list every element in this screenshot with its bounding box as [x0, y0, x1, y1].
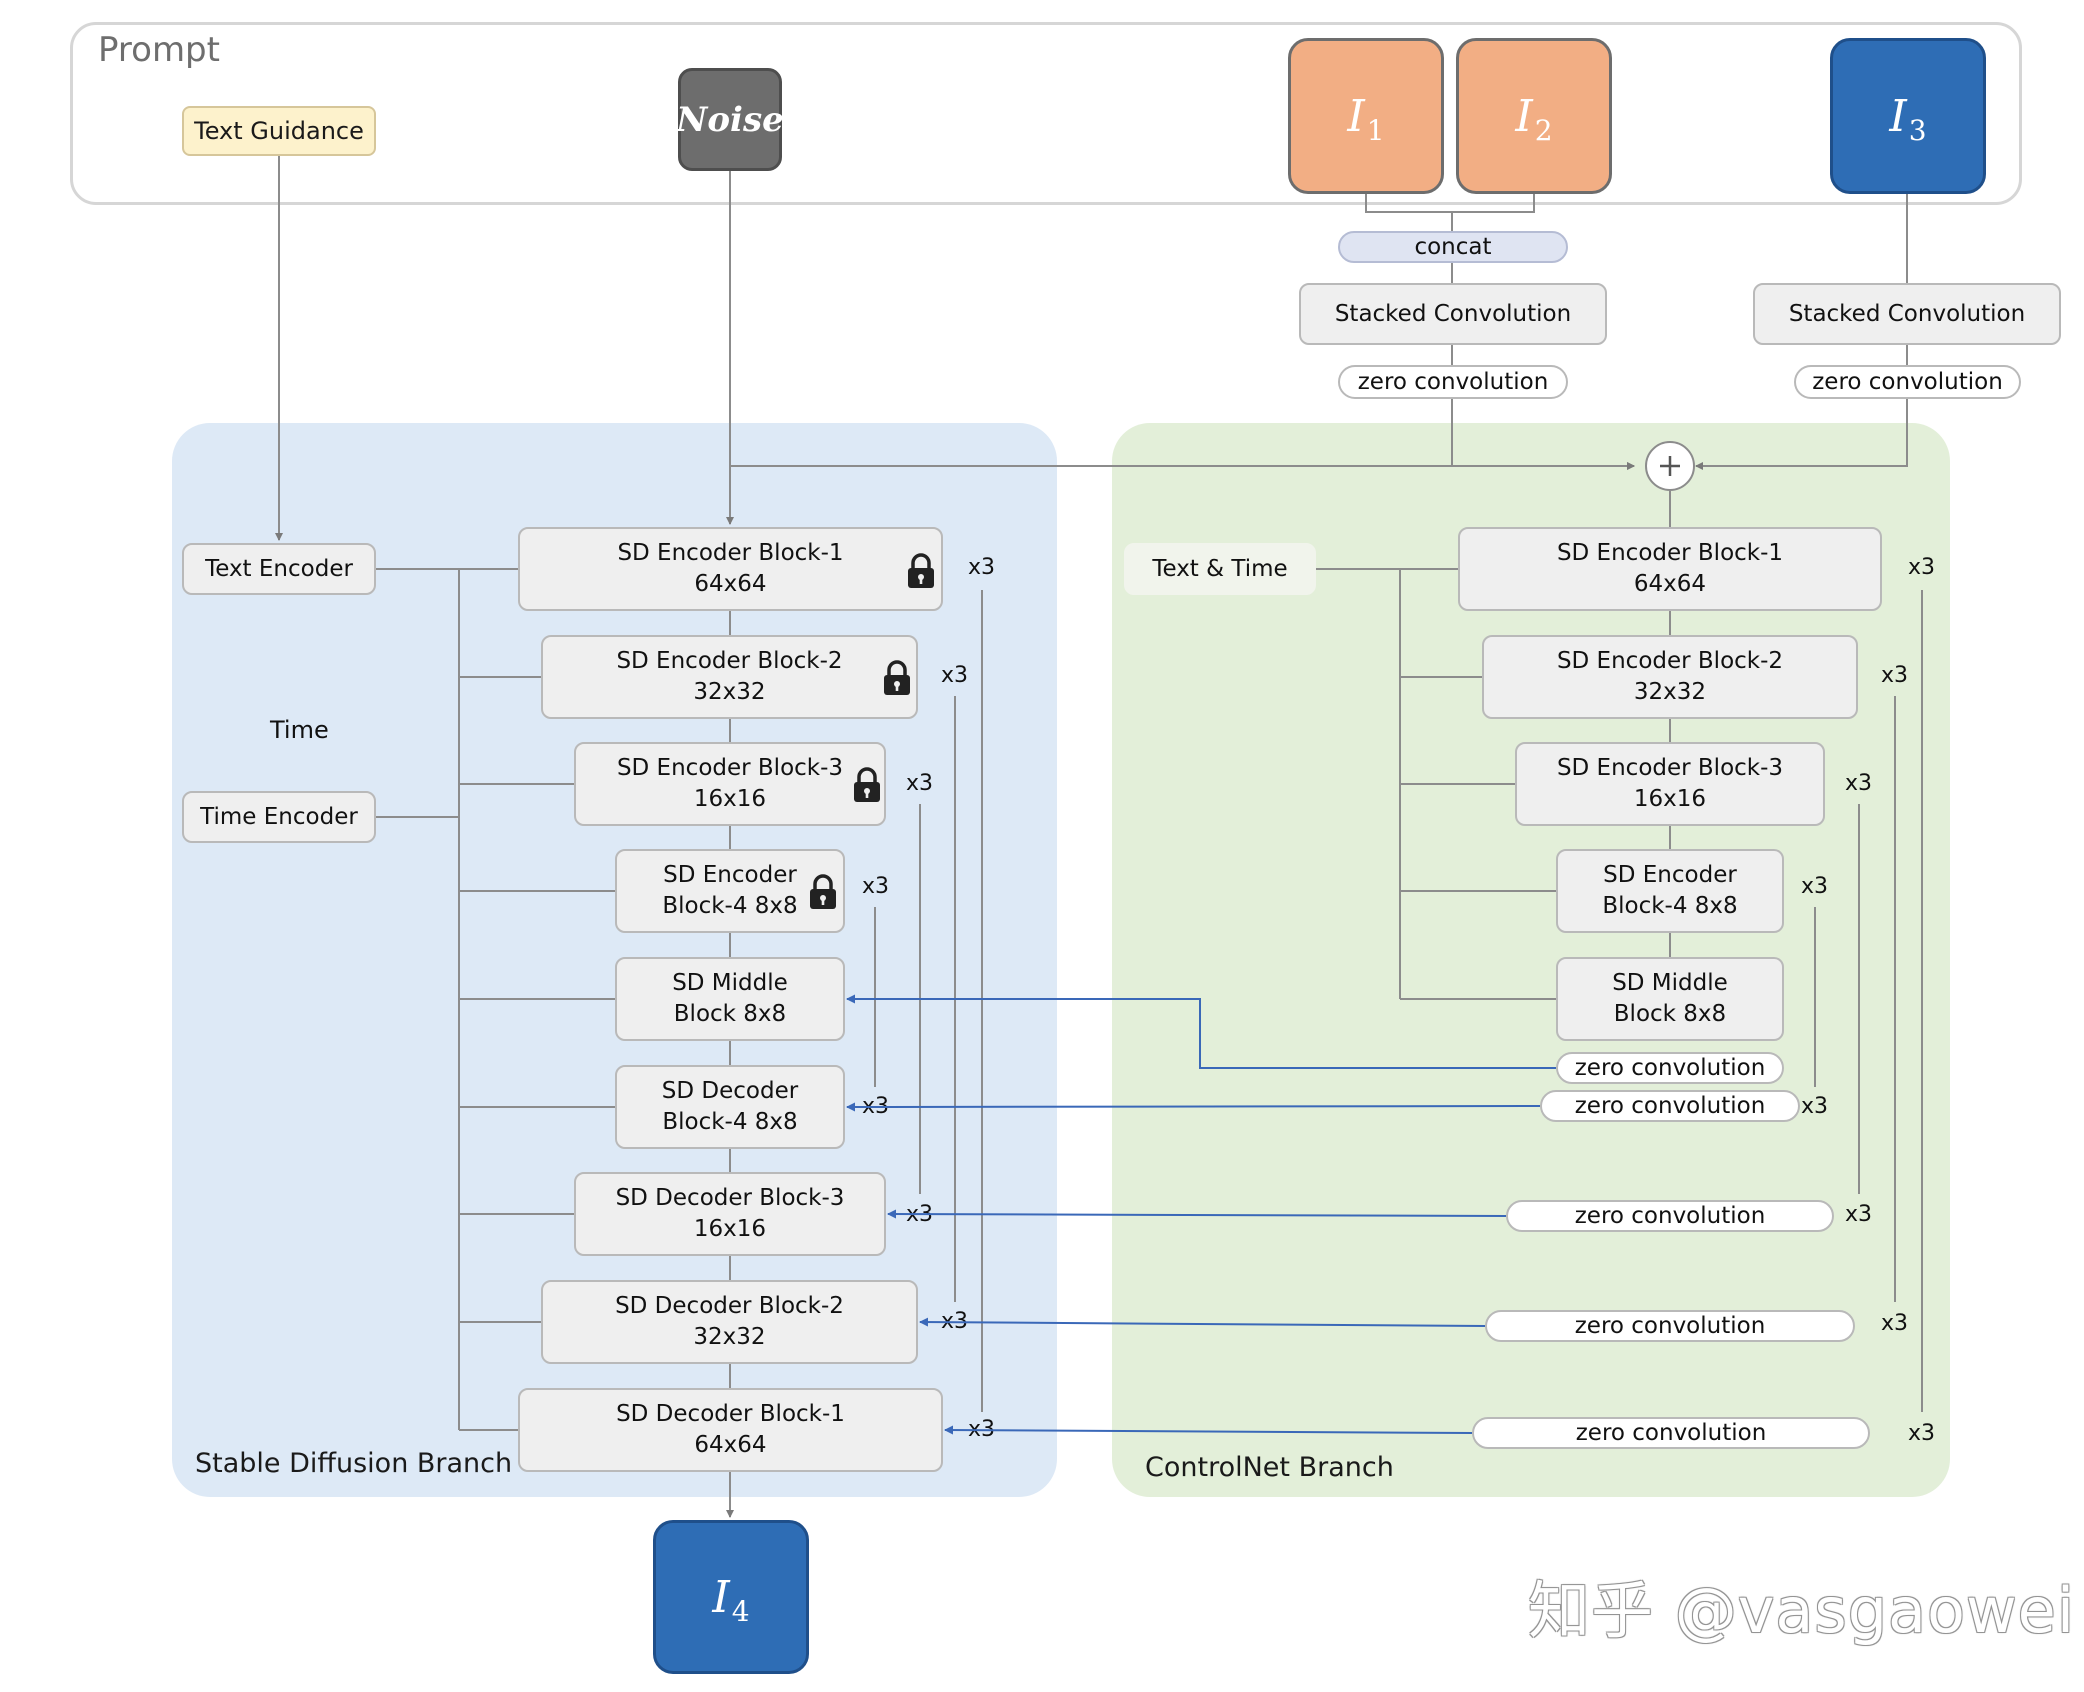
- lock-icon: [810, 874, 836, 909]
- sd-decoder-block-3: SD Decoder Block-3 16x16: [574, 1172, 886, 1256]
- lock-icon: [908, 553, 934, 588]
- sd-decoder-block-4: SD Decoder Block-4 8x8: [615, 1065, 845, 1149]
- text-encoder: Text Encoder: [182, 543, 376, 595]
- cn-encoder-block-4: SD Encoder Block-4 8x8: [1556, 849, 1784, 933]
- concat-pill: concat: [1338, 231, 1568, 263]
- repeat-label: x3: [941, 663, 969, 688]
- zero-conv-top-left: zero convolution: [1338, 365, 1568, 399]
- zero-conv-middle: zero convolution: [1556, 1052, 1784, 1084]
- zero-conv-top-right: zero convolution: [1794, 365, 2021, 399]
- lock-icon: [884, 660, 910, 695]
- cn-encoder-block-3: SD Encoder Block-3 16x16: [1515, 742, 1825, 826]
- sd-encoder-block-3: SD Encoder Block-3 16x16: [574, 742, 886, 826]
- sd-encoder-block-1: SD Encoder Block-1 64x64: [518, 527, 943, 611]
- stacked-conv-right: Stacked Convolution: [1753, 283, 2061, 345]
- repeat-label: x3: [906, 771, 934, 796]
- sd-branch-label: Stable Diffusion Branch: [195, 1448, 513, 1479]
- image-i2-sub: 2: [1534, 113, 1553, 147]
- noise-box: Noise: [676, 68, 784, 171]
- repeat-label: x3: [1801, 874, 1829, 899]
- repeat-label: x3: [1845, 1202, 1873, 1227]
- image-i3-sub: 3: [1908, 113, 1927, 147]
- sd-decoder-block-2: SD Decoder Block-2 32x32: [541, 1280, 918, 1364]
- image-i4-letter: I: [712, 1571, 730, 1623]
- sd-decoder-block-1: SD Decoder Block-1 64x64: [518, 1388, 943, 1472]
- sd-middle-block: SD Middle Block 8x8: [615, 957, 845, 1041]
- watermark: 知乎 @vasgaowei: [1528, 1574, 2076, 1647]
- text-guidance-box: Text Guidance: [182, 106, 376, 156]
- zero-conv-dec3: zero convolution: [1506, 1200, 1834, 1232]
- prompt-frame: [70, 22, 2022, 205]
- image-i3-letter: I: [1889, 90, 1907, 142]
- time-label: Time: [270, 716, 329, 744]
- repeat-label: x3: [1801, 1094, 1829, 1119]
- repeat-label: x3: [968, 555, 996, 580]
- cn-middle-block: SD Middle Block 8x8: [1556, 957, 1784, 1041]
- cn-encoder-block-2: SD Encoder Block-2 32x32: [1482, 635, 1858, 719]
- image-i1-letter: I: [1347, 90, 1365, 142]
- text-time-box: Text & Time: [1124, 543, 1316, 595]
- image-i1-sub: 1: [1366, 113, 1385, 147]
- zero-conv-dec4: zero convolution: [1540, 1090, 1800, 1122]
- image-i4-sub: 4: [731, 1594, 750, 1628]
- image-i2-letter: I: [1515, 90, 1533, 142]
- cn-branch-label: ControlNet Branch: [1145, 1452, 1394, 1483]
- prompt-label: Prompt: [98, 30, 220, 70]
- repeat-label: x3: [1881, 1311, 1909, 1336]
- zero-conv-dec1: zero convolution: [1472, 1417, 1870, 1449]
- cn-encoder-block-1: SD Encoder Block-1 64x64: [1458, 527, 1882, 611]
- repeat-label: x3: [1908, 555, 1936, 580]
- repeat-label: x3: [1845, 771, 1873, 796]
- zero-conv-dec2: zero convolution: [1485, 1310, 1855, 1342]
- repeat-label: x3: [1881, 663, 1909, 688]
- repeat-label: x3: [1908, 1421, 1936, 1446]
- sd-encoder-block-4: SD Encoder Block-4 8x8: [615, 849, 845, 933]
- lock-icon: [854, 767, 880, 802]
- repeat-label: x3: [862, 874, 890, 899]
- stacked-conv-left: Stacked Convolution: [1299, 283, 1607, 345]
- time-encoder: Time Encoder: [182, 791, 376, 843]
- sd-encoder-block-2: SD Encoder Block-2 32x32: [541, 635, 918, 719]
